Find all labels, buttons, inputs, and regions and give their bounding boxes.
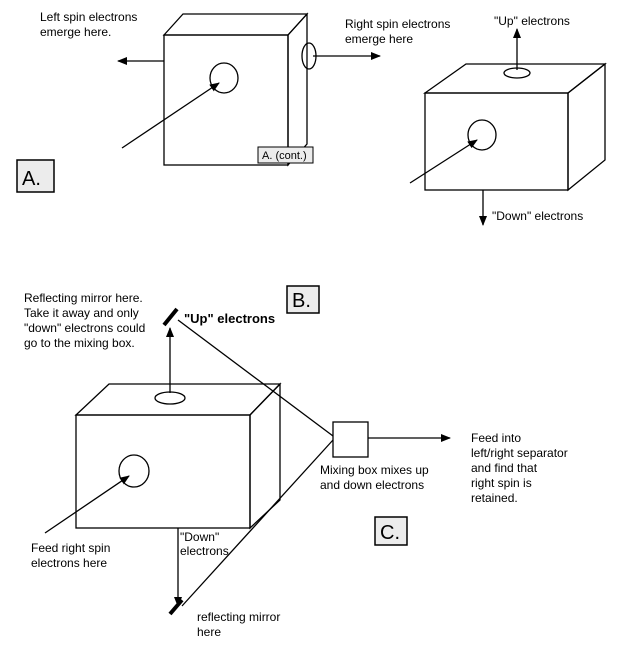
panel-c-mirror-top-label: Reflecting mirror here. Take it away and…: [24, 291, 149, 350]
panel-a-arrows: [117, 52, 381, 149]
panel-c-mixing-label: Mixing box mixes up and down electrons: [320, 463, 432, 492]
top-mirror: [162, 307, 179, 327]
panel-a-left-label: Left spin electrons emerge here.: [40, 10, 141, 39]
panel-c-down-label: "Down" electrons: [180, 530, 229, 558]
bottom-mirror: [168, 598, 184, 616]
panel-c-output-label: Feed into left/right separator and find …: [471, 431, 571, 505]
panel-a-right-arrows: [409, 28, 521, 226]
panel-c-arrows: [44, 319, 451, 607]
panel-a-cont-tag: A. (cont.): [257, 146, 314, 164]
panel-c-tag: C.: [374, 516, 408, 546]
panel-a-left-box: [162, 12, 317, 167]
panel-c-box: [74, 382, 282, 530]
panel-a-down-label: "Down" electrons: [492, 209, 583, 223]
svg-text:C.: C.: [380, 522, 400, 544]
panel-a-right-box: [422, 62, 607, 192]
svg-text:A.: A.: [22, 168, 41, 190]
mixing-box: [332, 421, 369, 458]
panel-a-right-label: Right spin electrons emerge here: [345, 17, 454, 46]
panel-c-feed-label: Feed right spin electrons here: [31, 541, 114, 570]
panel-a-tag: A.: [16, 159, 55, 193]
svg-text:A. (cont.): A. (cont.): [262, 150, 307, 162]
panel-b-tag: B.: [286, 285, 320, 314]
panel-c-up-label: "Up" electrons: [184, 311, 275, 326]
panel-c-mirror-bottom-label: reflecting mirror here: [197, 610, 284, 639]
svg-text:B.: B.: [292, 290, 311, 312]
panel-a-up-label: "Up" electrons: [494, 14, 570, 28]
